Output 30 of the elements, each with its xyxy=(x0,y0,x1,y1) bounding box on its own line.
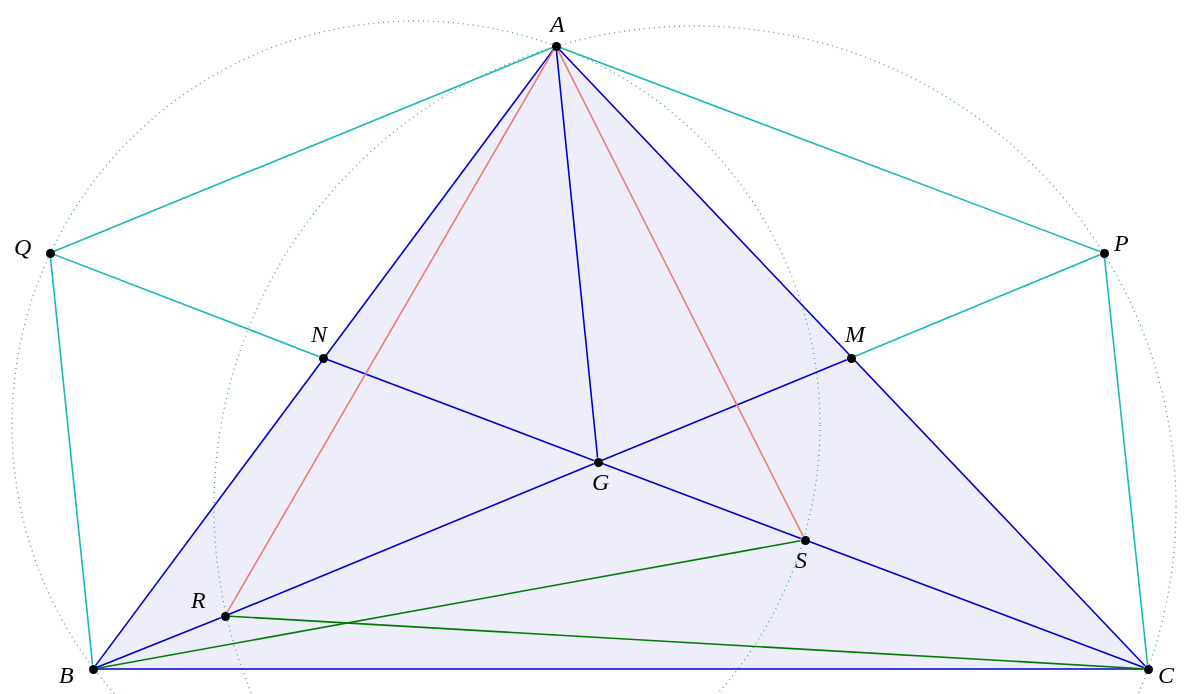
point-label: G xyxy=(592,470,610,494)
line-segment xyxy=(49,256,94,666)
line-segment xyxy=(228,462,595,616)
line-segment xyxy=(53,253,320,358)
line-segment xyxy=(94,48,555,667)
line-segment xyxy=(559,46,1101,253)
line-segment xyxy=(96,668,1145,670)
point-label: S xyxy=(795,548,807,572)
line-segment xyxy=(226,49,555,613)
line-segment xyxy=(601,358,848,462)
point-label: R xyxy=(191,588,206,612)
line-segment xyxy=(555,49,599,459)
point-label: P xyxy=(1114,231,1129,255)
line-segment xyxy=(53,46,553,253)
point-label: C xyxy=(1158,663,1174,687)
point-label: Q xyxy=(14,235,32,259)
point-label: B xyxy=(59,663,74,687)
line-segment xyxy=(326,358,595,462)
point-label: A xyxy=(550,12,565,36)
line-segment xyxy=(96,540,802,669)
line-segment xyxy=(1103,256,1149,666)
line-segment xyxy=(601,462,802,540)
line-segment xyxy=(228,615,1145,670)
line-segment xyxy=(96,616,222,669)
line-segment xyxy=(808,540,1145,669)
line-segment xyxy=(558,48,1146,667)
line-segment xyxy=(854,253,1101,358)
line-segment xyxy=(557,49,804,537)
point-label: N xyxy=(311,322,327,346)
point-label: M xyxy=(845,322,865,346)
